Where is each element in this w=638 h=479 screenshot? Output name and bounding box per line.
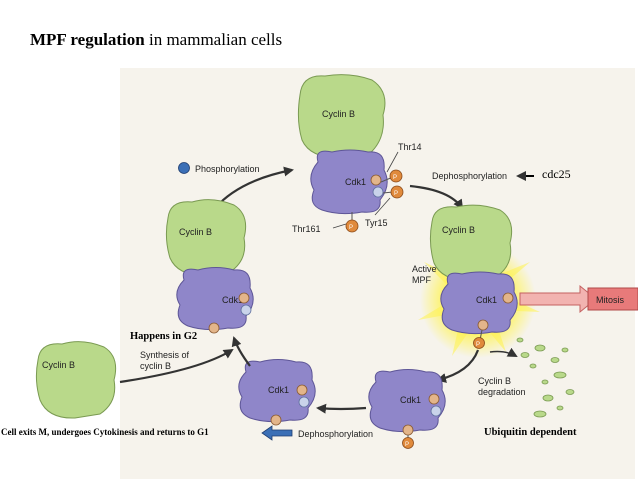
svg-text:P: P: [476, 342, 480, 348]
left-cdk1-label: Cdk1: [222, 295, 243, 305]
thr161-label: Thr161: [292, 224, 321, 234]
arrow-to-left-complex: [231, 336, 251, 367]
arrow-dephosphorylation-bottom: [316, 403, 367, 414]
top-cyclin-b-shape: [297, 74, 386, 159]
left-complex: Cyclin B Cdk1: [165, 199, 254, 334]
thr14-label: Thr14: [398, 142, 422, 152]
phosphorylation-dot-icon: [178, 162, 190, 174]
mitosis-arrow: Mitosis: [519, 284, 638, 314]
blue-arrow-icon: [261, 425, 293, 441]
left-cdk1-shape: [176, 267, 254, 331]
active-mpf-label-line2: MPF: [412, 275, 432, 285]
happens-in-g2-annotation: Happens in G2: [130, 331, 198, 342]
bottom-left-cdk1-label: Cdk1: [268, 385, 289, 395]
mitosis-label: Mitosis: [596, 295, 625, 305]
top-cdk1-shape: [310, 149, 388, 215]
arrow-to-fragments: [489, 347, 518, 357]
degradation-label-line2: degradation: [478, 387, 526, 397]
free-cyclin-b: Cyclin B: [35, 341, 117, 419]
active-mpf-label-line1: Active: [412, 264, 437, 274]
page-title: MPF regulation in mammalian cells: [30, 30, 282, 50]
cdc25-annotation: cdc25: [542, 167, 571, 181]
bottom-right-cdk1: Cdk1 P: [368, 369, 446, 449]
top-cyclin-b-label: Cyclin B: [322, 109, 355, 119]
arrow-degradation: [436, 349, 480, 383]
arrow-dephosphorylation-top: [409, 184, 464, 210]
top-complex: Cyclin B Cdk1 P P P Thr14 Tyr15 Thr161: [292, 74, 422, 234]
title-bold: MPF regulation: [30, 30, 145, 49]
bottom-right-cdk1-label: Cdk1: [400, 395, 421, 405]
top-phosphate-thr14: [389, 169, 403, 183]
svg-text:P: P: [405, 442, 409, 448]
left-cyclin-b-label: Cyclin B: [179, 227, 212, 237]
phosphorylation-label: Phosphorylation: [195, 164, 260, 174]
active-mpf-phosphate: [473, 337, 485, 349]
svg-text:P: P: [393, 175, 397, 181]
degradation-label-line1: Cyclin B: [478, 376, 511, 386]
dephosphorylation-top-label: Dephosphorylation: [432, 171, 507, 181]
svg-text:P: P: [349, 225, 353, 231]
cell-exits-annotation: Cell exits M, undergoes Cytokinesis and …: [1, 427, 209, 437]
cyclin-fragments: [516, 337, 575, 418]
right-cdk1-label: Cdk1: [476, 295, 497, 305]
svg-text:P: P: [394, 191, 398, 197]
right-cyclin-b-shape: [429, 204, 513, 281]
arrow-synthesis: [119, 348, 234, 384]
ubiquitin-annotation: Ubiquitin dependent: [484, 427, 577, 438]
title-rest: in mammalian cells: [144, 30, 283, 49]
bottom-left-cdk1: Cdk1: [238, 359, 316, 426]
synthesis-label-line2: cyclin B: [140, 361, 171, 371]
top-phosphate-tyr15: [390, 185, 404, 199]
top-phosphate-thr161: [345, 219, 359, 233]
top-binding-circle-b: [372, 186, 384, 198]
top-cdk1-label: Cdk1: [345, 177, 366, 187]
top-binding-circle-a: [370, 174, 382, 186]
synthesis-label-line1: Synthesis of: [140, 350, 190, 360]
right-cdk1-shape: [440, 271, 518, 335]
tyr15-label: Tyr15: [365, 218, 388, 228]
left-cyclin-b-shape: [165, 199, 247, 276]
dephosphorylation-bottom-label: Dephosphorylation: [298, 429, 373, 439]
right-cyclin-b-label: Cyclin B: [442, 225, 475, 235]
active-mpf-complex: Cyclin B Cdk1 P Active MPF: [412, 204, 540, 358]
free-cyclin-b-label: Cyclin B: [42, 360, 75, 370]
